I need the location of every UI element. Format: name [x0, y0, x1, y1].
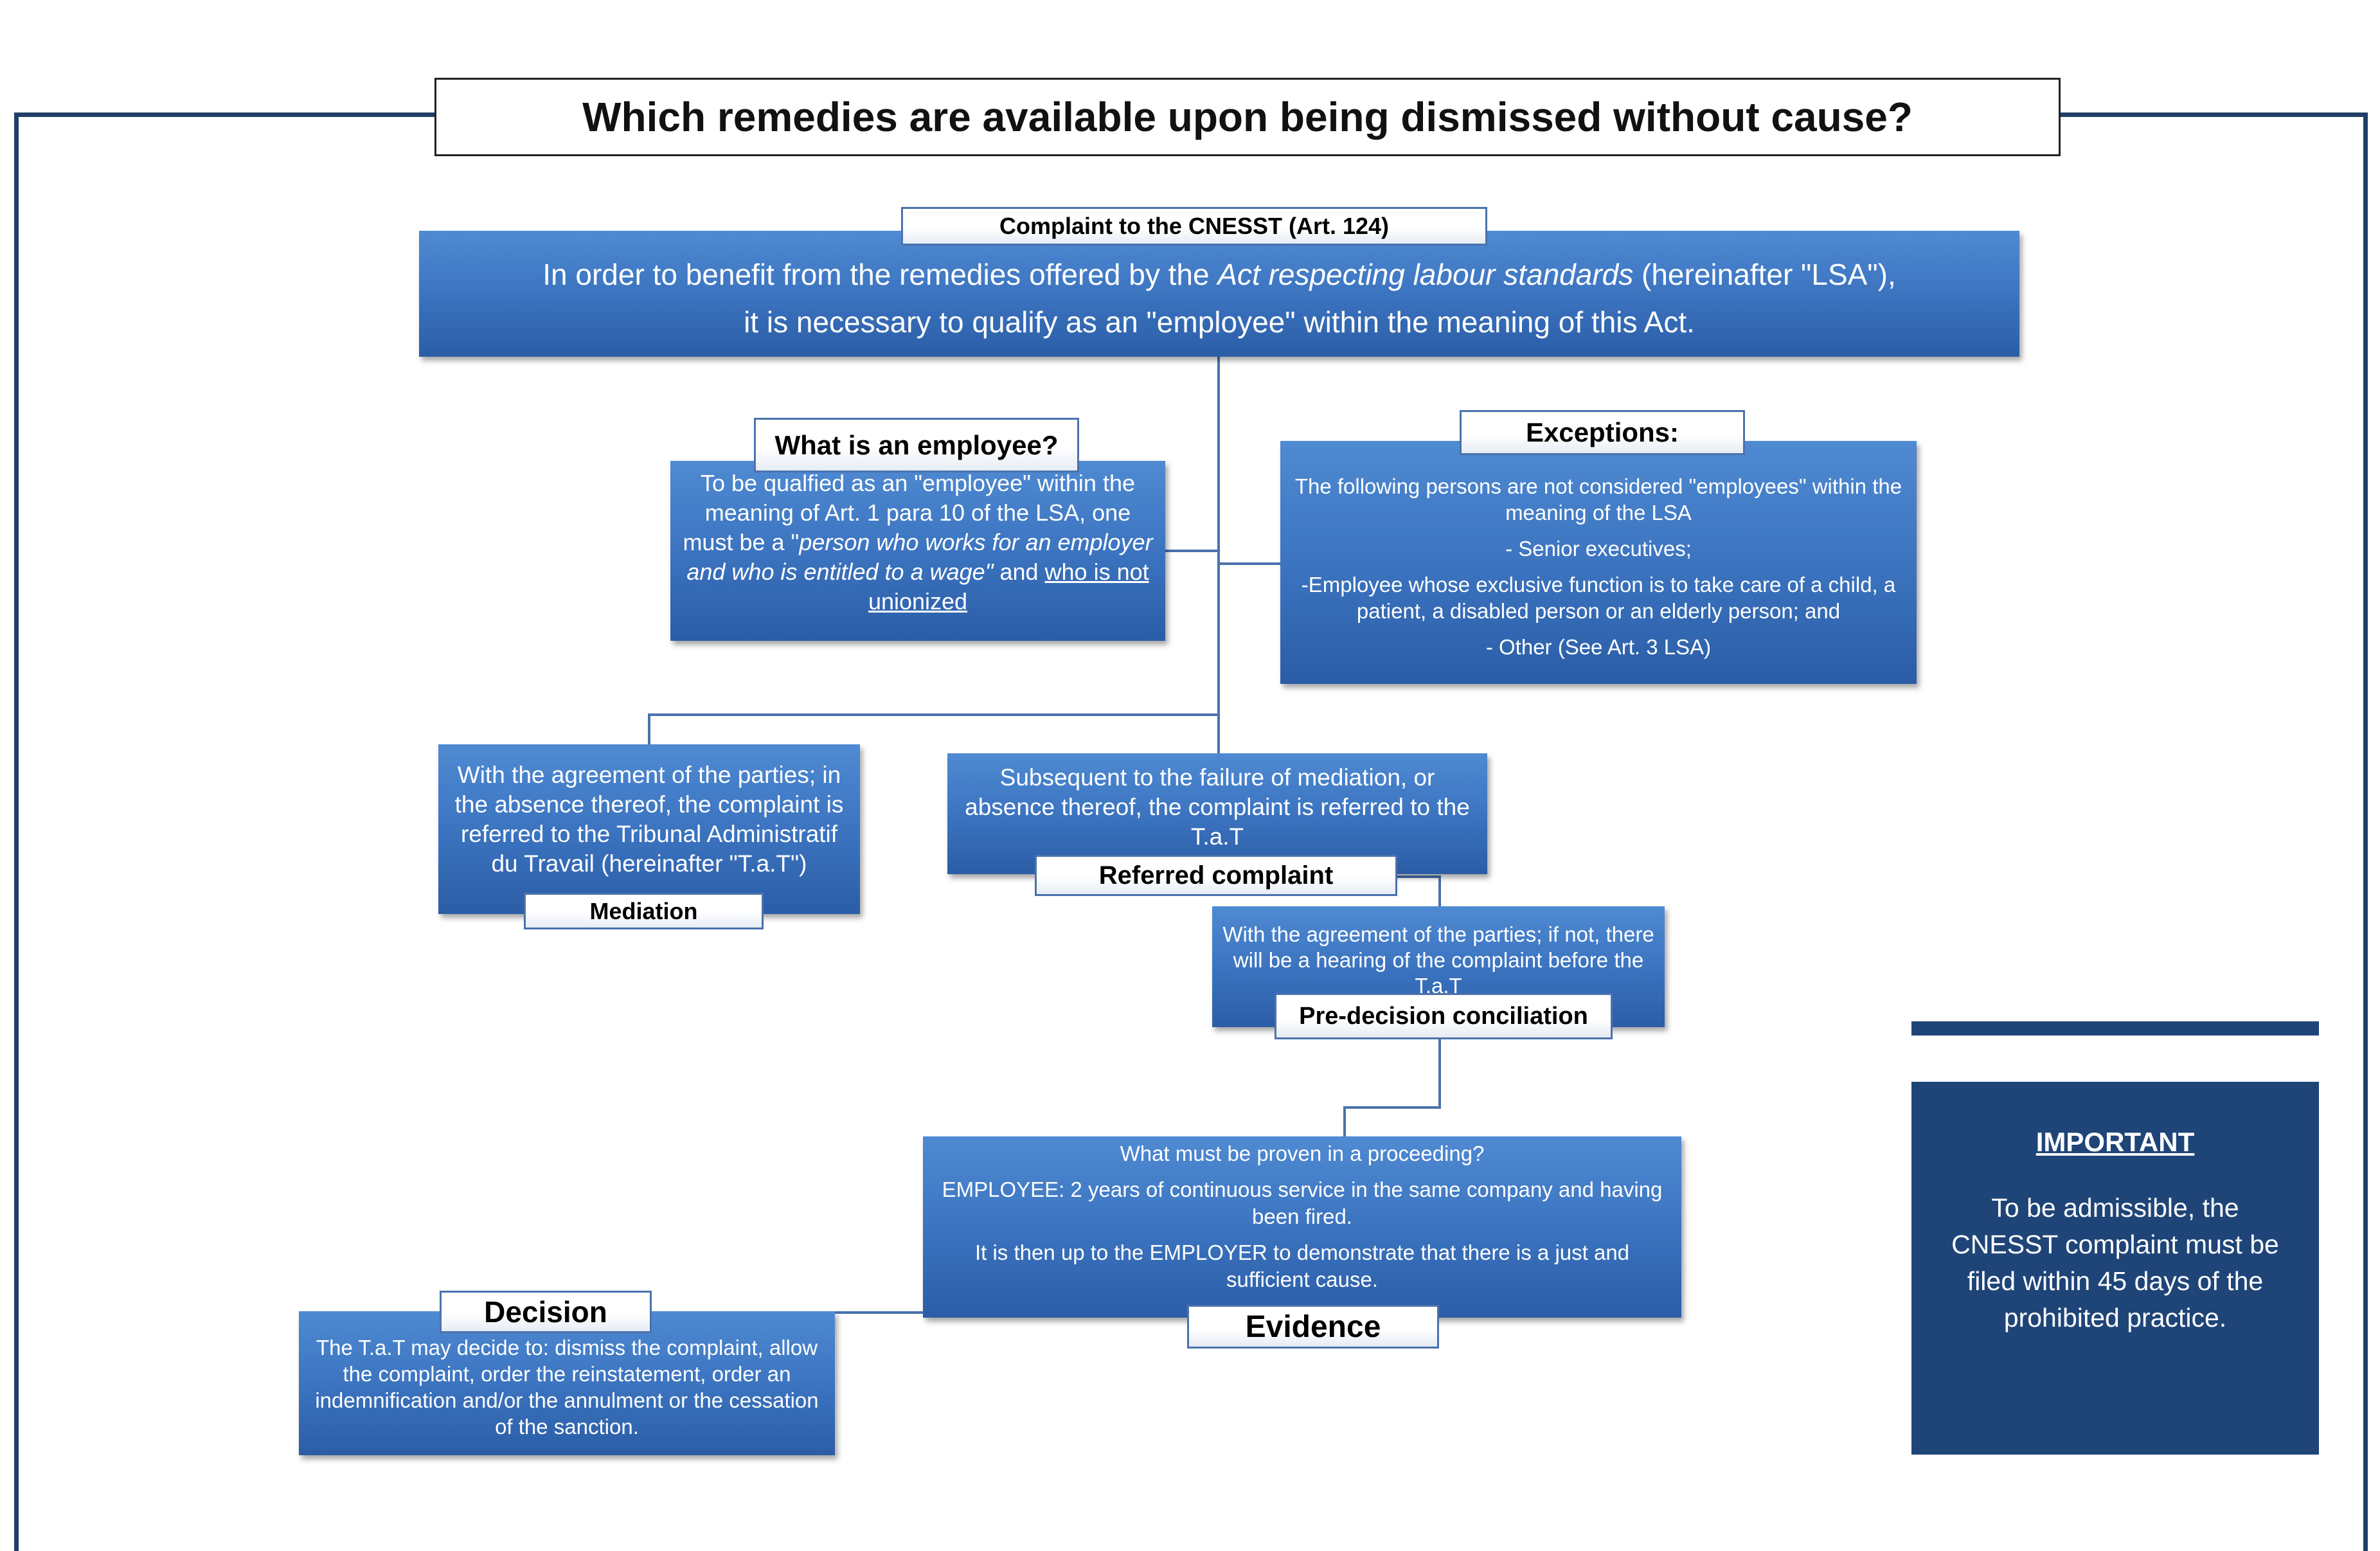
- decision-text: The T.a.T may decide to: dismiss the com…: [315, 1336, 819, 1439]
- mediation-text: With the agreement of the parties; in th…: [454, 762, 844, 877]
- connector-to-employee: [1165, 550, 1219, 552]
- connector-evidence-up: [1343, 1106, 1346, 1138]
- employee-label: What is an employee?: [754, 418, 1079, 472]
- frame-right: [2363, 112, 2368, 1551]
- exceptions-item-3: - Other (See Art. 3 LSA): [1485, 635, 1712, 659]
- connector-down-mediation: [648, 713, 650, 746]
- connector-conciliation-down: [1438, 1037, 1441, 1108]
- connector-main-vertical: [1217, 357, 1220, 713]
- complaint-box: In order to benefit from the remedies of…: [419, 231, 2019, 357]
- page-title: Which remedies are available upon being …: [434, 78, 2061, 156]
- referred-text: Subsequent to the failure of mediation, …: [965, 764, 1470, 850]
- connector-horizontal-mediation: [648, 713, 1220, 716]
- exceptions-item-1: - Senior executives;: [1505, 537, 1692, 560]
- evidence-box: What must be proven in a proceeding? EMP…: [923, 1136, 1681, 1318]
- connector-referred-right: [1395, 875, 1441, 878]
- frame-top-left: [14, 112, 436, 117]
- exceptions-item-2: -Employee whose exclusive function is to…: [1301, 573, 1896, 623]
- connector-down-referred: [1217, 713, 1220, 755]
- decision-label: Decision: [440, 1291, 652, 1333]
- referred-label: Referred complaint: [1035, 855, 1397, 896]
- conciliation-text: With the agreement of the parties; if no…: [1222, 922, 1654, 998]
- connector-conciliation-horizontal: [1343, 1106, 1441, 1109]
- complaint-line-1: In order to benefit from the remedies of…: [542, 258, 1896, 291]
- important-heading: IMPORTANT: [2036, 1127, 2195, 1157]
- evidence-label: Evidence: [1187, 1305, 1439, 1349]
- evidence-line-3: It is then up to the EMPLOYER to demonst…: [974, 1241, 1630, 1291]
- connector-referred-down: [1438, 875, 1441, 908]
- mediation-label: Mediation: [524, 893, 764, 929]
- referred-box: Subsequent to the failure of mediation, …: [947, 753, 1487, 874]
- employee-text: To be qualfied as an "employee" within t…: [683, 470, 1153, 614]
- complaint-label: Complaint to the CNESST (Art. 124): [901, 207, 1487, 246]
- important-text: To be admissible, the CNESST complaint m…: [1951, 1193, 2279, 1332]
- decision-box: The T.a.T may decide to: dismiss the com…: [299, 1311, 835, 1455]
- exceptions-box: The following persons are not considered…: [1280, 441, 1917, 684]
- evidence-line-2: EMPLOYEE: 2 years of continuous service …: [942, 1178, 1663, 1228]
- complaint-line-2: it is necessary to qualify as an "employ…: [744, 305, 1695, 339]
- mediation-box: With the agreement of the parties; in th…: [438, 744, 860, 914]
- conciliation-label: Pre-decision conciliation: [1275, 993, 1613, 1039]
- important-divider: [1911, 1021, 2319, 1035]
- frame-left: [14, 112, 19, 1551]
- exceptions-label: Exceptions:: [1460, 410, 1745, 455]
- frame-top-right: [2059, 112, 2368, 117]
- evidence-line-1: What must be proven in a proceeding?: [1120, 1142, 1485, 1165]
- important-panel: IMPORTANT To be admissible, the CNESST c…: [1911, 1082, 2319, 1455]
- employee-box: To be qualfied as an "employee" within t…: [670, 461, 1165, 641]
- exceptions-intro: The following persons are not considered…: [1294, 474, 1902, 524]
- connector-to-exceptions: [1217, 562, 1282, 565]
- connector-evidence-decision: [833, 1311, 923, 1314]
